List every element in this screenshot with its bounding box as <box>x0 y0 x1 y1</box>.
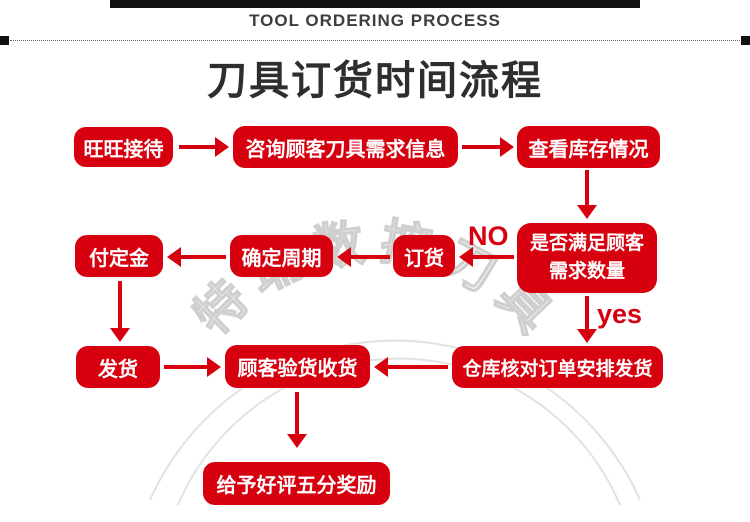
node-pay-deposit: 付定金 <box>75 235 163 277</box>
header-top-bar <box>110 0 640 8</box>
arrow-warehouse-to-inspect <box>374 356 448 378</box>
arrow-order-to-cycle <box>337 246 390 268</box>
arrow-cycle-to-deposit <box>167 246 226 268</box>
divider-end-square-right <box>741 36 750 45</box>
node-give-five-star-reward: 给予好评五分奖励 <box>203 462 390 505</box>
node-warehouse-verify-ship: 仓库核对订单安排发货 <box>452 346 663 388</box>
arrow-deposit-to-ship <box>109 281 131 342</box>
node-confirm-cycle: 确定周期 <box>230 235 333 277</box>
arrow-ask-to-inventory <box>462 136 514 158</box>
arrow-inventory-to-decision <box>576 170 598 219</box>
node-wangwang-reception: 旺旺接待 <box>74 127 173 167</box>
node-place-order: 订货 <box>393 235 455 277</box>
node-check-inventory: 查看库存情况 <box>517 126 660 168</box>
label-no-branch: NO <box>468 221 509 251</box>
divider-end-square-left <box>0 36 9 45</box>
page-title: 刀具订货时间流程 <box>207 59 543 103</box>
label-yes-branch: yes <box>597 299 643 329</box>
arrow-reception-to-ask <box>179 136 229 158</box>
node-customer-inspect-receive: 顾客验货收货 <box>225 345 370 388</box>
arrow-inspect-to-reward <box>286 392 308 448</box>
node-ship-goods: 发货 <box>76 346 160 388</box>
arrow-decision-yes-to-warehouse <box>576 296 598 343</box>
node-quantity-decision: 是否满足顾客 需求数量 <box>517 223 657 293</box>
dotted-divider <box>10 40 740 41</box>
node-ask-customer-needs: 咨询顾客刀具需求信息 <box>233 126 458 168</box>
arrow-ship-to-inspect <box>164 356 221 378</box>
header-title-english: TOOL ORDERING PROCESS <box>249 11 501 30</box>
arrow-decision-no-to-order <box>459 246 514 268</box>
watermark-curved-text: 特瑞数控刀具 <box>184 213 570 351</box>
